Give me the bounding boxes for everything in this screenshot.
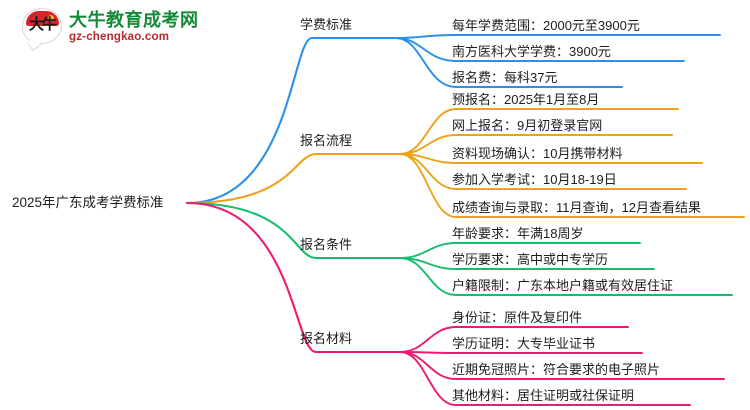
logo-dot-shape xyxy=(47,14,54,21)
mindmap-leaf-node[interactable]: 参加入学考试：10月18-19日 xyxy=(452,172,617,187)
mindmap-leaf-node[interactable]: 身份证：原件及复印件 xyxy=(452,310,583,325)
mindmap-branch-node-registration-requirements[interactable]: 报名条件 xyxy=(300,237,353,252)
logo-site-url: gz-chengkao.com xyxy=(69,30,170,43)
mindmap-leaf-node[interactable]: 学历要求：高中或中专学历 xyxy=(452,252,609,267)
mindmap-leaf-node[interactable]: 南方医科大学学费：3900元 xyxy=(452,44,611,59)
mindmap-branch-node-tuition-standard[interactable]: 学费标准 xyxy=(300,17,353,32)
mindmap-leaf-node[interactable]: 预报名：2025年1月至8月 xyxy=(452,92,600,107)
mindmap-leaf-node[interactable]: 学历证明：大专毕业证书 xyxy=(452,336,596,351)
mindmap-leaf-node[interactable]: 每年学费范围：2000元至3900元 xyxy=(452,18,640,33)
mindmap-branch-node-registration-materials[interactable]: 报名材料 xyxy=(300,331,353,346)
mindmap-leaf-node[interactable]: 年龄要求：年满18周岁 xyxy=(452,226,584,241)
mindmap-root-node[interactable]: 2025年广东成考学费标准 xyxy=(12,195,164,210)
mindmap-branch-node-registration-process[interactable]: 报名流程 xyxy=(300,133,353,148)
logo-site-name: 大牛教育成考网 xyxy=(69,10,199,31)
mindmap-leaf-node[interactable]: 资料现场确认：10月携带材料 xyxy=(452,146,623,161)
mindmap-leaf-node[interactable]: 近期免冠照片：符合要求的电子照片 xyxy=(452,362,661,377)
logo-mark-icon: 大牛 xyxy=(22,8,62,51)
logo-red-cap-shape xyxy=(25,11,59,26)
mindmap-leaf-node[interactable]: 户籍限制：广东本地户籍或有效居住证 xyxy=(452,278,674,293)
mindmap-leaf-node[interactable]: 其他材料：居住证明或社保证明 xyxy=(452,388,635,403)
mindmap-leaf-node[interactable]: 网上报名：9月初登录官网 xyxy=(452,118,603,133)
mindmap-leaf-node[interactable]: 报名费：每科37元 xyxy=(452,70,558,85)
mindmap-leaf-node[interactable]: 成绩查询与录取：11月查询，12月查看结果 xyxy=(452,200,701,215)
logo-mark-glyph: 大牛 xyxy=(28,16,57,33)
site-logo: 大牛 大牛教育成考网 gz-chengkao.com xyxy=(22,8,199,51)
logo-text-block: 大牛教育成考网 gz-chengkao.com xyxy=(69,11,199,43)
